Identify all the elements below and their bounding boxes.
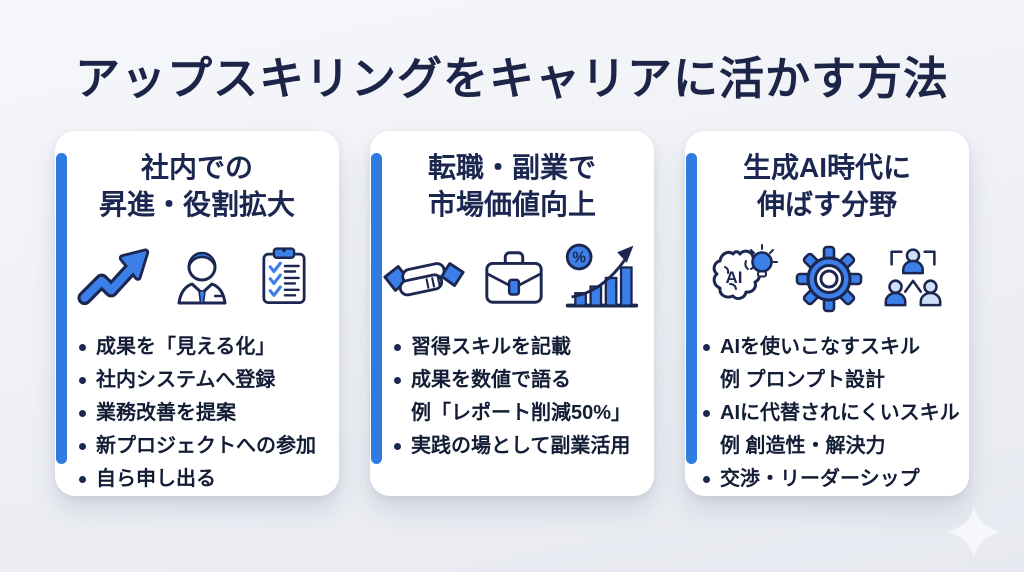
bullet-text: 交渉・リーダーシップ <box>720 467 920 490</box>
ai-label: AI <box>726 268 743 287</box>
bullet-text: 成果を数値で語る <box>411 368 571 391</box>
card-icons: % <box>370 235 654 319</box>
bullet-dot <box>394 376 401 384</box>
bullet-text: 新プロジェクトへの参加 <box>96 434 316 457</box>
card-title-line1: 転職・副業で <box>427 152 596 183</box>
list-item: AIに代替されにくいスキル <box>703 397 960 430</box>
bullet-text: 成果を「見える化」 <box>96 335 276 358</box>
sparkle-icon <box>948 506 1000 558</box>
list-item-continuation: 例 創造性・解決力 <box>703 430 959 463</box>
growth-chart-icon: % <box>565 243 639 308</box>
card-icons <box>55 235 339 319</box>
bullet-dot <box>394 343 401 351</box>
org-chart-icon <box>884 248 942 307</box>
accent-bar <box>371 153 382 464</box>
list-item: 社内システムへ登録 <box>79 364 329 397</box>
accent-bar <box>56 153 67 464</box>
bullet-text: AIに代替されにくいスキル <box>720 401 960 424</box>
list-item: 交渉・リーダーシップ <box>703 463 959 496</box>
page-title: アップスキリングをキャリアに活かす方法 <box>74 53 949 104</box>
bullet-text: 例「レポート削減50%」 <box>411 401 632 424</box>
card-title-line2: 昇進・役割拡大 <box>98 188 295 220</box>
list-item: 成果を「見える化」 <box>79 331 329 364</box>
bullet-dot <box>79 376 86 384</box>
handshake-icon <box>383 262 465 297</box>
trend-up-arrow-icon <box>77 248 150 305</box>
card-ai-era-skills: 生成AI時代に 伸ばす分野 AI <box>685 131 969 496</box>
card-title: 転職・副業で 市場価値向上 <box>370 150 654 224</box>
bullet-list: 習得スキルを記載 成果を数値で語る 例「レポート削減50%」 実践の場として副業… <box>394 331 644 463</box>
bullet-dot <box>703 409 710 417</box>
list-item: 成果を数値で語る <box>394 364 644 397</box>
bullet-list: 成果を「見える化」 社内システムへ登録 業務改善を提案 新プロジェクトへの参加 … <box>79 331 329 496</box>
percent-label: % <box>572 250 586 267</box>
bullet-text: 自ら申し出る <box>96 467 216 490</box>
list-item: 新プロジェクトへの参加 <box>79 430 329 463</box>
list-item: 業務改善を提案 <box>79 397 329 430</box>
list-item-continuation: 例「レポート削減50%」 <box>394 397 644 430</box>
list-item: AIを使いこなすスキル <box>703 331 959 364</box>
bullet-text: 業務改善を提案 <box>96 401 236 424</box>
card-market-value: 転職・副業で 市場価値向上 <box>370 131 654 496</box>
checklist-clipboard-icon <box>262 247 306 304</box>
bullet-dot <box>79 409 86 417</box>
card-title: 社内での 昇進・役割拡大 <box>55 150 339 224</box>
accent-bar <box>686 153 697 464</box>
list-item-continuation: 例 プロンプト設計 <box>703 364 959 397</box>
bullet-text: 社内システムへ登録 <box>96 368 276 391</box>
bullet-dot <box>394 442 401 450</box>
businessman-icon <box>177 251 227 305</box>
card-title-line1: 社内での <box>140 152 253 183</box>
bullet-dot <box>703 343 710 351</box>
card-title: 生成AI時代に 伸ばす分野 <box>685 150 969 224</box>
list-item: 習得スキルを記載 <box>394 331 644 364</box>
bullet-text: 例 創造性・解決力 <box>720 434 886 457</box>
bullet-dot <box>79 475 86 483</box>
card-title-line1: 生成AI時代に <box>742 152 911 183</box>
bullet-text: 例 プロンプト設計 <box>720 368 885 391</box>
card-icons: AI <box>685 235 969 319</box>
bullet-dot <box>79 343 86 351</box>
list-item: 自ら申し出る <box>79 463 329 496</box>
briefcase-icon <box>485 251 543 304</box>
bullet-dot <box>79 442 86 450</box>
card-title-line2: 市場価値向上 <box>427 188 596 220</box>
gear-icon <box>795 245 863 313</box>
bullet-text: 習得スキルを記載 <box>411 335 571 358</box>
list-item: 実践の場として副業活用 <box>394 430 644 463</box>
bullet-dot <box>703 475 710 483</box>
card-title-line2: 伸ばす分野 <box>756 188 897 220</box>
ai-brain-icon: AI <box>712 243 778 300</box>
bullet-list: AIを使いこなすスキル 例 プロンプト設計 AIに代替されにくいスキル 例 創造… <box>703 331 960 496</box>
cards-row: 社内での 昇進・役割拡大 <box>55 131 969 496</box>
card-internal-promotion: 社内での 昇進・役割拡大 <box>55 131 339 496</box>
bullet-text: 実践の場として副業活用 <box>411 434 631 457</box>
bullet-text: AIを使いこなすスキル <box>720 335 920 358</box>
